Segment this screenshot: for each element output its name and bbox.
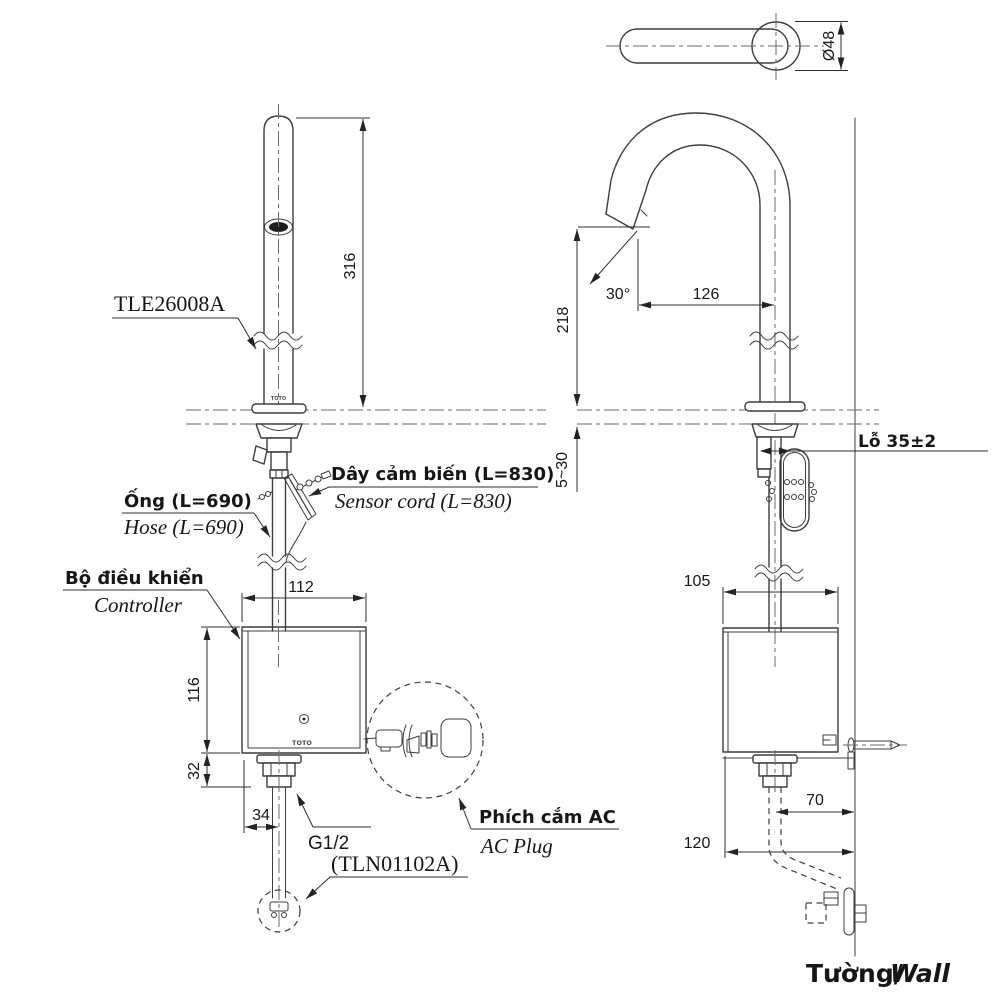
dimension-shutoff-length: 32 <box>186 754 251 788</box>
aerator-mark <box>640 209 648 217</box>
controller-label-en: Controller <box>94 593 183 617</box>
dimension-controller-height: 116 <box>186 626 240 754</box>
ac-plug-label-vi: Phích cắm AC <box>479 807 616 828</box>
dim-spout-angle: 30° <box>606 286 630 303</box>
quick-connector <box>779 448 810 532</box>
mounting-nut <box>757 468 771 478</box>
controller-box-front: TOTO <box>241 600 367 754</box>
break-line <box>754 572 804 582</box>
dimension-controller-width: 112 <box>241 579 367 622</box>
detail-circle <box>366 681 484 799</box>
wall-bracket <box>847 751 855 770</box>
dim-spout-reach: 126 <box>693 286 720 303</box>
callout-controller: Bộ điều khiển Controller <box>63 567 241 640</box>
break-line <box>749 340 799 350</box>
hose-label-en: Hose (L=690) <box>123 515 244 539</box>
dimension-spout-reach: 126 <box>637 239 774 311</box>
hose-label-vi: Ống (L=690) <box>124 488 252 512</box>
break-line <box>253 340 303 350</box>
shank <box>266 437 292 453</box>
break-line <box>253 331 303 341</box>
controller-box-side <box>722 627 907 770</box>
model-label: TLE26008A <box>114 291 225 316</box>
shutoff-fitting-side <box>752 750 867 936</box>
wall-label-en: Wall <box>890 959 950 988</box>
stop-valve <box>269 901 289 912</box>
under-deck-hardware-front <box>252 423 332 632</box>
mounting-screw <box>843 737 907 753</box>
dimension-top-diameter: Ø48 <box>795 21 848 71</box>
shutoff-fitting-front <box>256 750 302 933</box>
break-line <box>754 564 804 574</box>
dimension-controller-to-wall: 120 <box>684 756 854 858</box>
dim-controller-depth: 105 <box>684 573 711 590</box>
side-view: 218 30° 126 5~30 Lỗ 35±2 105 <box>554 112 988 988</box>
dim-pipe-to-wall: 70 <box>806 792 824 809</box>
dim-controller-to-wall: 120 <box>684 835 711 852</box>
gooseneck-spout <box>605 112 806 667</box>
thread-size-label: G1/2 <box>308 833 349 854</box>
cord-plug <box>375 729 403 748</box>
callout-model: TLE26008A <box>112 291 257 350</box>
dim-outlet-height: 218 <box>555 307 572 334</box>
callout-thread: G1/2 <box>296 793 371 854</box>
dimension-outlet-height: 218 <box>555 226 650 406</box>
dim-controller-height: 116 <box>186 677 203 703</box>
dimension-controller-depth: 105 <box>684 573 839 624</box>
sensor-cord-label-en: Sensor cord (L=830) <box>335 489 512 513</box>
mounting-clip <box>822 734 837 746</box>
dimension-pipe-to-wall: 70 <box>776 792 854 816</box>
callout-ac-plug: Phích cắm AC AC Plug <box>458 797 619 858</box>
break-line <box>257 553 307 563</box>
hole-note-label: Lỗ 35±2 <box>858 430 936 452</box>
dim-hose-offset: 34 <box>252 807 270 824</box>
dim-top-diameter: Ø48 <box>821 31 838 61</box>
mounting-tab <box>252 445 268 465</box>
ac-plug-detail <box>363 681 484 799</box>
ac-adapter-body <box>440 718 472 758</box>
break-line <box>749 331 799 341</box>
dimension-spout-angle: 30° <box>589 230 638 303</box>
wall-label-vi: Tường/ <box>806 959 904 988</box>
valve-model-label: (TLN01102A) <box>331 851 459 876</box>
faucet-body-front: TOTO <box>251 104 307 414</box>
under-deck-hardware-side <box>751 423 817 632</box>
sensor-cord-label-vi: Dây cảm biến (L=830) <box>331 464 554 485</box>
base-flange <box>251 403 307 414</box>
dimension-spout-height: 316 <box>296 117 370 407</box>
callout-hole: Lỗ 35±2 <box>760 430 988 455</box>
stop-valve-detail-circle <box>257 889 301 933</box>
base-flange <box>744 401 806 412</box>
dimension-deck-thickness: 5~30 <box>554 427 581 492</box>
dim-deck-thickness: 5~30 <box>554 452 571 488</box>
hidden-supply-pipe <box>768 787 838 890</box>
front-view: TOTO <box>63 104 619 933</box>
top-view: Ø48 <box>606 13 848 80</box>
dim-shutoff-length: 32 <box>186 762 203 780</box>
controller-label-vi: Bộ điều khiển <box>65 567 204 589</box>
led-indicator <box>299 714 309 724</box>
shank-nut <box>269 469 289 479</box>
wall-stop-valve <box>805 887 867 936</box>
break-line <box>257 561 307 571</box>
dim-controller-width: 112 <box>288 579 314 596</box>
brand-mark: TOTO <box>292 739 312 747</box>
callout-hose: Ống (L=690) Hose (L=690) <box>122 488 271 539</box>
callout-sensor-cord: Dây cảm biến (L=830) Sensor cord (L=830) <box>308 464 554 513</box>
sensor-cord <box>257 470 332 563</box>
wall-label: Tường/ Wall <box>806 959 950 988</box>
dimension-hose-offset: 34 <box>243 760 278 833</box>
brand-mark: TOTO <box>271 396 286 402</box>
callout-stop-valve: (TLN01102A) <box>305 851 468 900</box>
ac-plug-label-en: AC Plug <box>479 834 553 858</box>
dim-spout-height: 316 <box>342 253 359 280</box>
